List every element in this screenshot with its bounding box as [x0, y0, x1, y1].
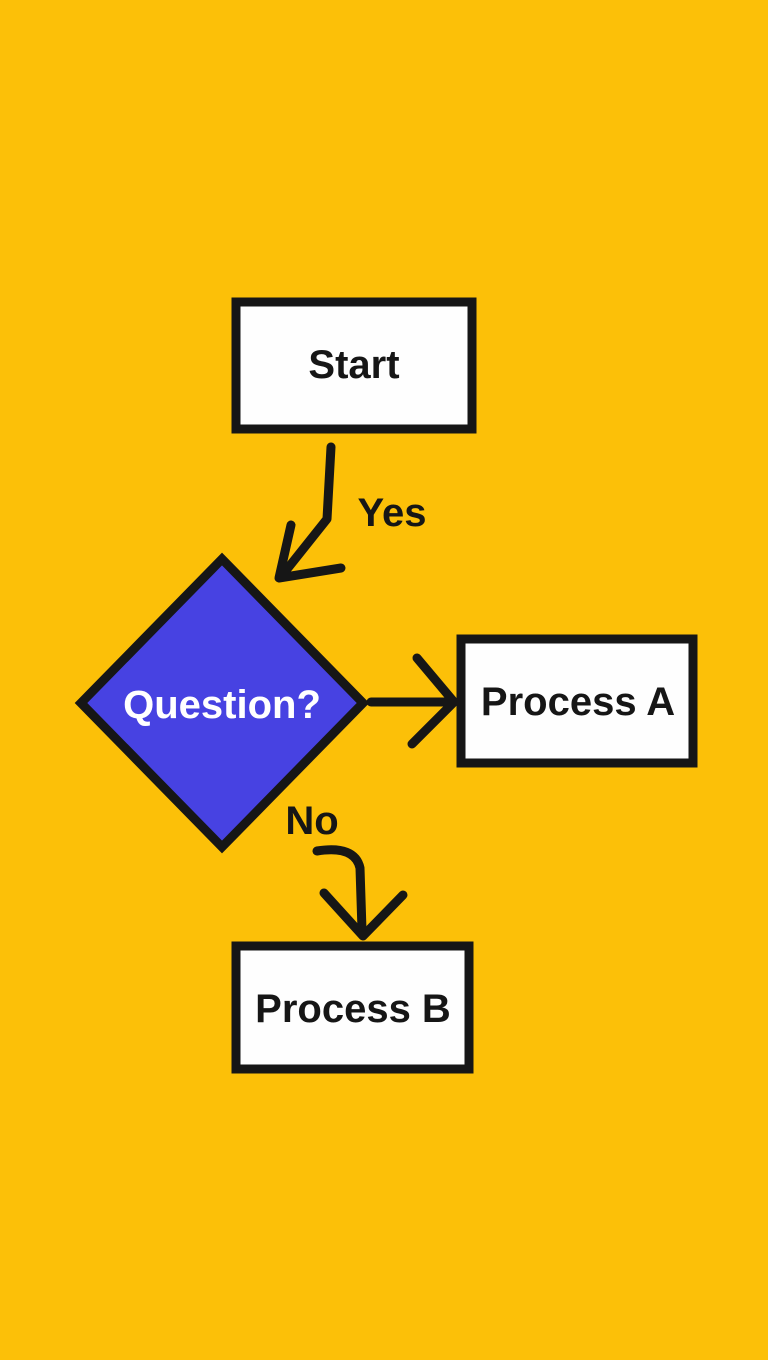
- node-start: [231, 297, 477, 434]
- node-process-b-label: Process B: [255, 987, 451, 1031]
- node-process-a-label: Process A: [481, 680, 675, 724]
- edges-layer: [274, 442, 459, 941]
- node-question-label: Question?: [123, 683, 321, 727]
- node-start-label: Start: [308, 343, 399, 387]
- edge-start-to-question-line: [279, 442, 336, 578]
- edge-yes-label: Yes: [358, 491, 427, 535]
- edge-question-to-process-a-arrowhead-icon: [407, 653, 459, 749]
- node-process-b: [231, 941, 474, 1074]
- edge-question-to-process-b-line: [312, 845, 367, 935]
- edge-no-label: No: [285, 799, 338, 843]
- edge-question-to-process-b-arrowhead-icon: [319, 888, 408, 941]
- labels-layer: Start Yes Question? Process A No Process…: [123, 343, 675, 1031]
- node-question-diamond: [74, 552, 370, 854]
- edge-start-to-question-arrowhead-icon: [274, 520, 346, 583]
- nodes-layer: [74, 297, 698, 1074]
- node-process-a: [456, 634, 698, 768]
